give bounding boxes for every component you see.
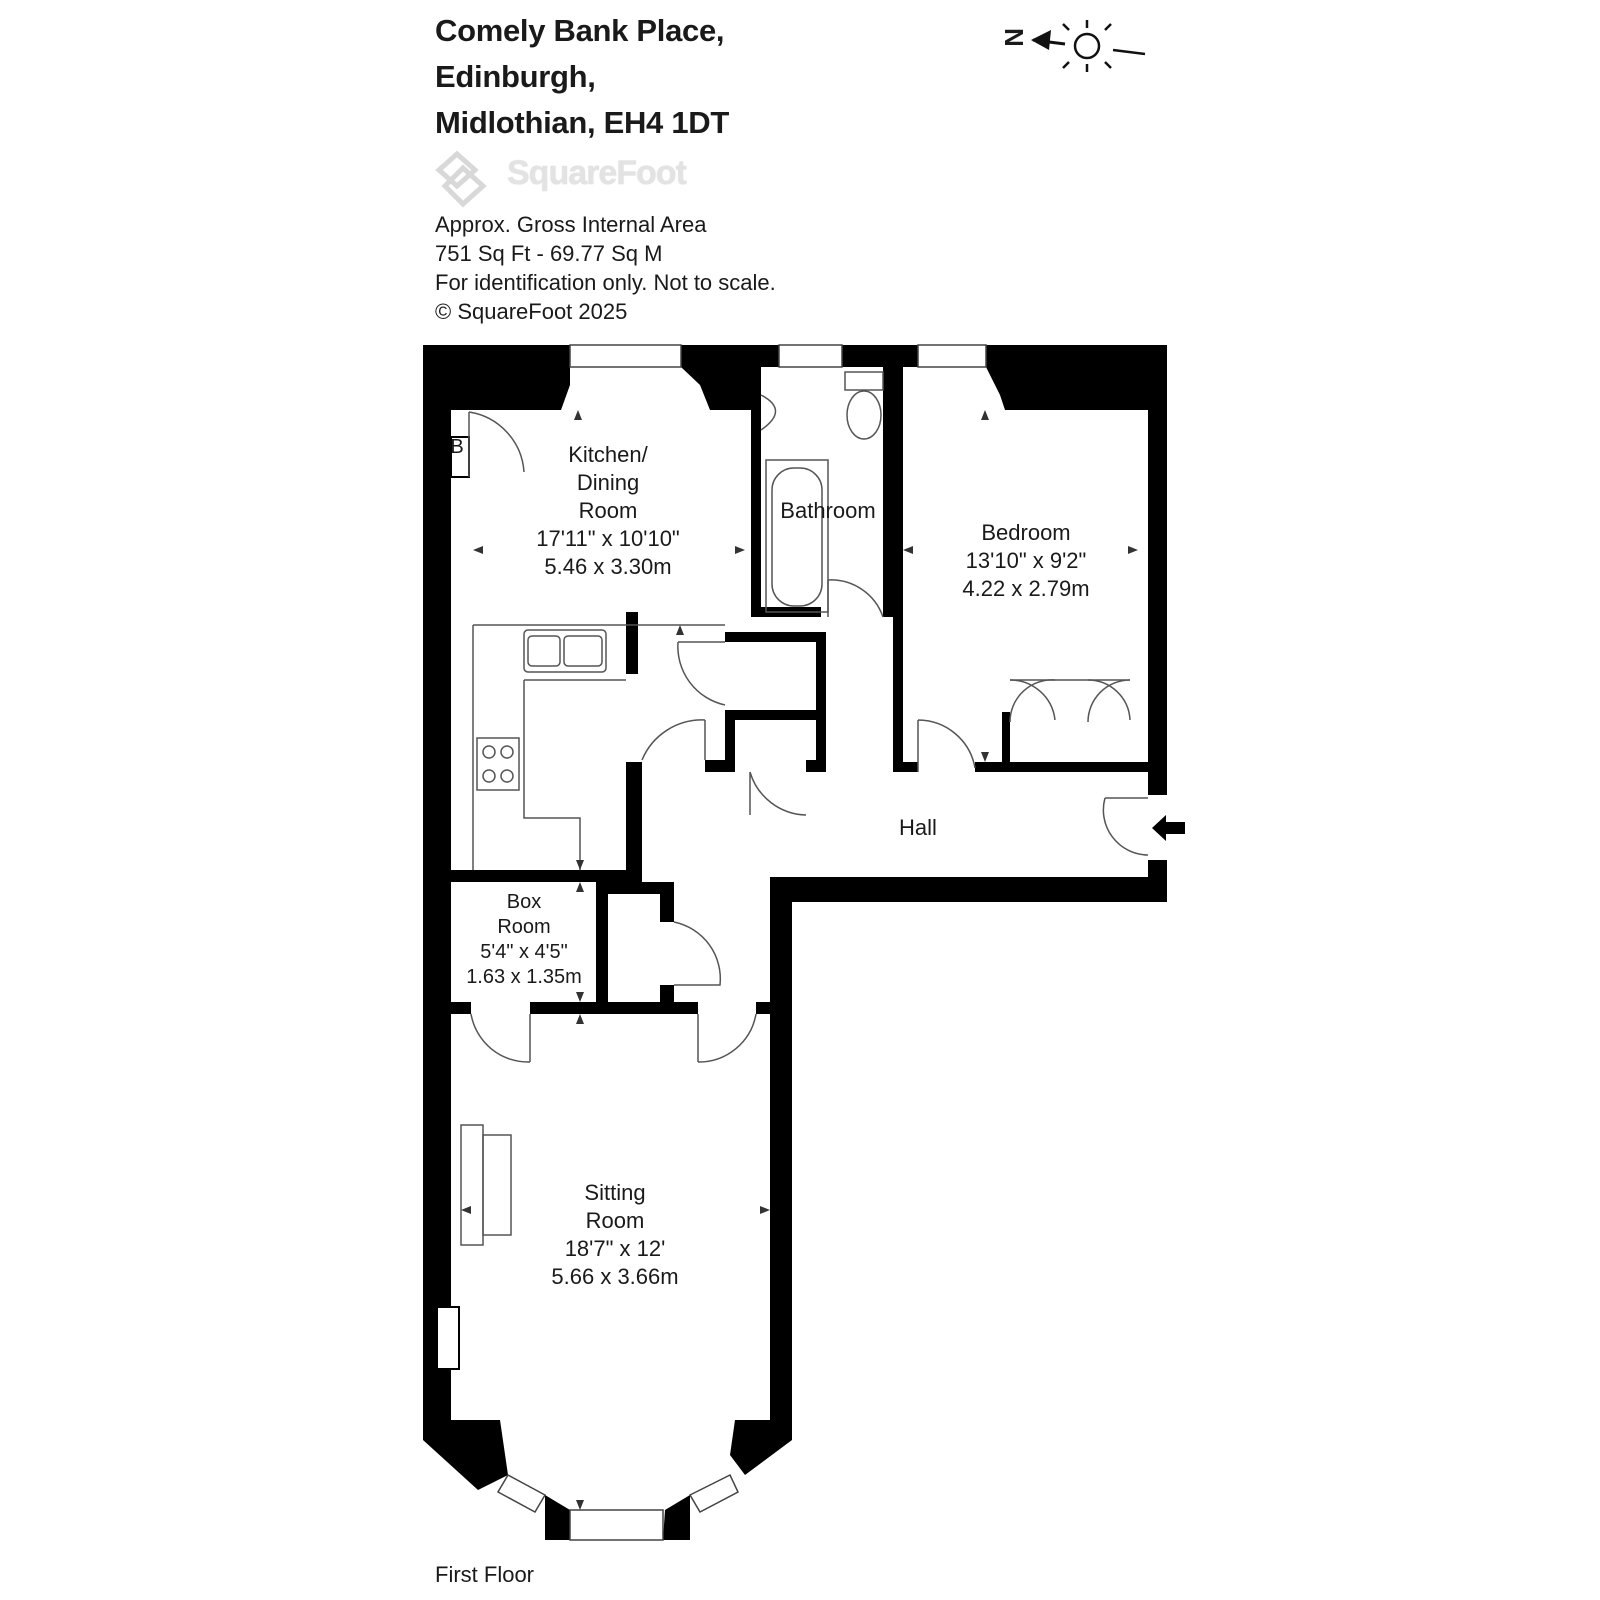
floor-label: First Floor <box>435 1562 534 1587</box>
box-room-imperial: 5'4" x 4'5" <box>480 941 567 963</box>
sitting-room-imperial: 18'7" x 12' <box>565 1236 666 1261</box>
box-room-metric: 1.63 x 1.35m <box>466 966 582 988</box>
bedroom-name: Bedroom <box>981 520 1070 545</box>
entrance-arrow-icon <box>1152 815 1185 841</box>
area-size: 751 Sq Ft - 69.77 Sq M <box>435 241 663 266</box>
bath-icon <box>765 459 829 613</box>
kitchen-name-3: Room <box>579 498 638 523</box>
area-info: Approx. Gross Internal Area 751 Sq Ft - … <box>435 210 776 326</box>
external-walls <box>423 345 1167 1540</box>
dimension-markers <box>461 410 1138 1510</box>
property-address: Comely Bank Place, Edinburgh, Midlothian… <box>435 8 729 146</box>
kitchen-imperial: 17'11" x 10'10" <box>536 526 680 551</box>
hob-icon <box>476 737 520 791</box>
logo-text: SquareFoot <box>507 154 687 192</box>
basin-icon <box>760 394 777 431</box>
fireplace-icon <box>460 1124 484 1246</box>
area-title: Approx. Gross Internal Area <box>435 212 707 237</box>
box-room-name-2: Room <box>497 916 550 938</box>
sun-icon <box>1062 20 1146 72</box>
address-line-1: Comely Bank Place, <box>435 13 725 48</box>
box-room-name-1: Box <box>507 891 541 913</box>
north-arrow-icon <box>1031 30 1066 50</box>
north-label: N <box>1005 28 1029 47</box>
sitting-room-name-2: Room <box>586 1208 645 1233</box>
scale-disclaimer: For identification only. Not to scale. <box>435 270 776 295</box>
sitting-room-metric: 5.66 x 3.66m <box>551 1264 678 1289</box>
sink-icon <box>523 629 607 673</box>
room-labels: B Kitchen/ Dining Room 17'11" x 10'10" 5… <box>450 436 1089 1289</box>
squarefoot-logo: SquareFoot <box>435 148 715 208</box>
copyright: © SquareFoot 2025 <box>435 299 628 324</box>
sitting-room-name-1: Sitting <box>584 1180 645 1205</box>
windows <box>496 344 987 1541</box>
bedroom-metric: 4.22 x 2.79m <box>962 576 1089 601</box>
internal-walls <box>451 367 1148 1014</box>
kitchen-name-1: Kitchen/ <box>568 442 648 467</box>
kitchen-name-2: Dining <box>577 470 639 495</box>
address-line-2: Edinburgh, <box>435 59 596 94</box>
address-line-3: Midlothian, EH4 1DT <box>435 105 729 140</box>
boiler-label: B <box>450 436 463 458</box>
bathroom-name: Bathroom <box>780 498 875 523</box>
bedroom-imperial: 13'10" x 9'2" <box>966 548 1087 573</box>
doors <box>468 411 1149 1063</box>
squarefoot-logo-icon <box>435 150 487 208</box>
kitchen-metric: 5.46 x 3.30m <box>544 554 671 579</box>
compass: N <box>1005 20 1146 72</box>
toilet-icon <box>844 371 884 391</box>
hall-name: Hall <box>899 815 937 840</box>
